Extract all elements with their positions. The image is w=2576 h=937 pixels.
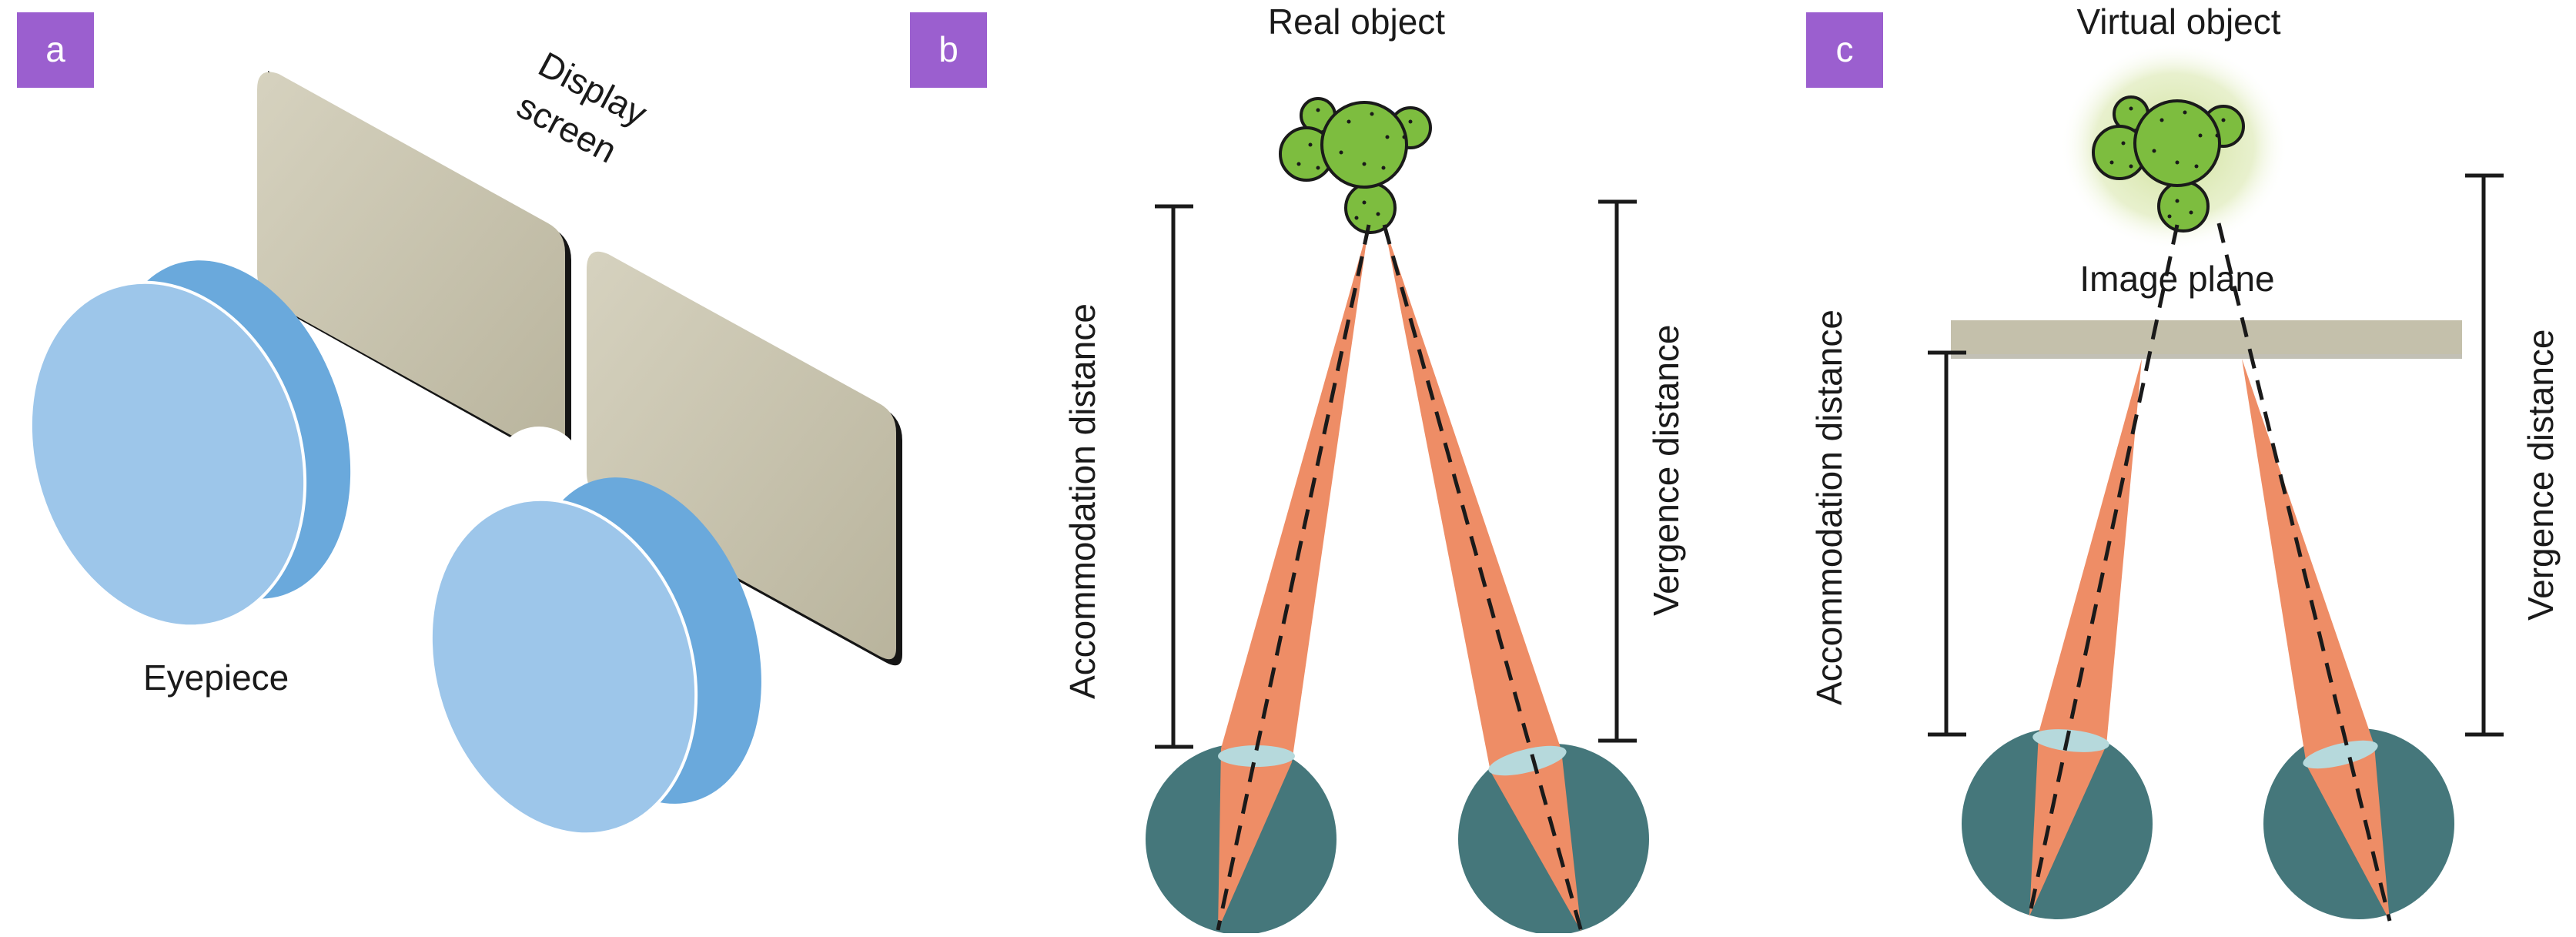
panel-a-badge bbox=[17, 12, 94, 88]
accommodation-bracket-c bbox=[1928, 350, 1966, 737]
image-plane-label: Image plane bbox=[2079, 259, 2274, 299]
nose-cutout bbox=[494, 427, 584, 516]
panel-a: a Display screen Eyepiece bbox=[17, 12, 902, 836]
real-object-label: Real object bbox=[1268, 2, 1445, 42]
eye-right-b bbox=[1382, 224, 1649, 935]
panel-b-badge bbox=[910, 12, 987, 88]
panel-c-badge bbox=[1806, 12, 1883, 88]
eyepiece-left bbox=[28, 260, 351, 628]
panel-c-letter: c bbox=[1836, 29, 1854, 69]
vergence-bracket-b bbox=[1598, 199, 1637, 743]
real-object-cactus bbox=[1279, 97, 1432, 234]
eyepiece-right bbox=[429, 477, 761, 836]
eye-left-b bbox=[1146, 224, 1371, 935]
vergence-bracket-c bbox=[2465, 173, 2504, 737]
accommodation-bracket-b bbox=[1155, 204, 1193, 749]
panel-a-letter: a bbox=[45, 29, 65, 69]
vergence-distance-label-b: Vergence distance bbox=[1646, 325, 1686, 617]
image-plane bbox=[1951, 320, 2462, 359]
vergence-distance-label-c: Vergence distance bbox=[2521, 330, 2561, 621]
panel-b: b Real object Accommodation distance Ver… bbox=[910, 2, 1686, 935]
eye-left-c bbox=[1962, 224, 2180, 919]
panel-c: c Virtual object Image plane Accommodati… bbox=[1806, 2, 2561, 922]
accommodation-distance-label-b: Accommodation distance bbox=[1062, 303, 1102, 699]
accommodation-distance-label-c: Accommodation distance bbox=[1809, 310, 1849, 705]
eyepiece-label: Eyepiece bbox=[143, 658, 289, 698]
panel-b-letter: b bbox=[938, 29, 958, 69]
display-screen-left bbox=[257, 71, 571, 466]
display-screen-right bbox=[587, 251, 902, 666]
virtual-object-label: Virtual object bbox=[2076, 2, 2280, 42]
eye-right-c bbox=[2216, 223, 2454, 922]
